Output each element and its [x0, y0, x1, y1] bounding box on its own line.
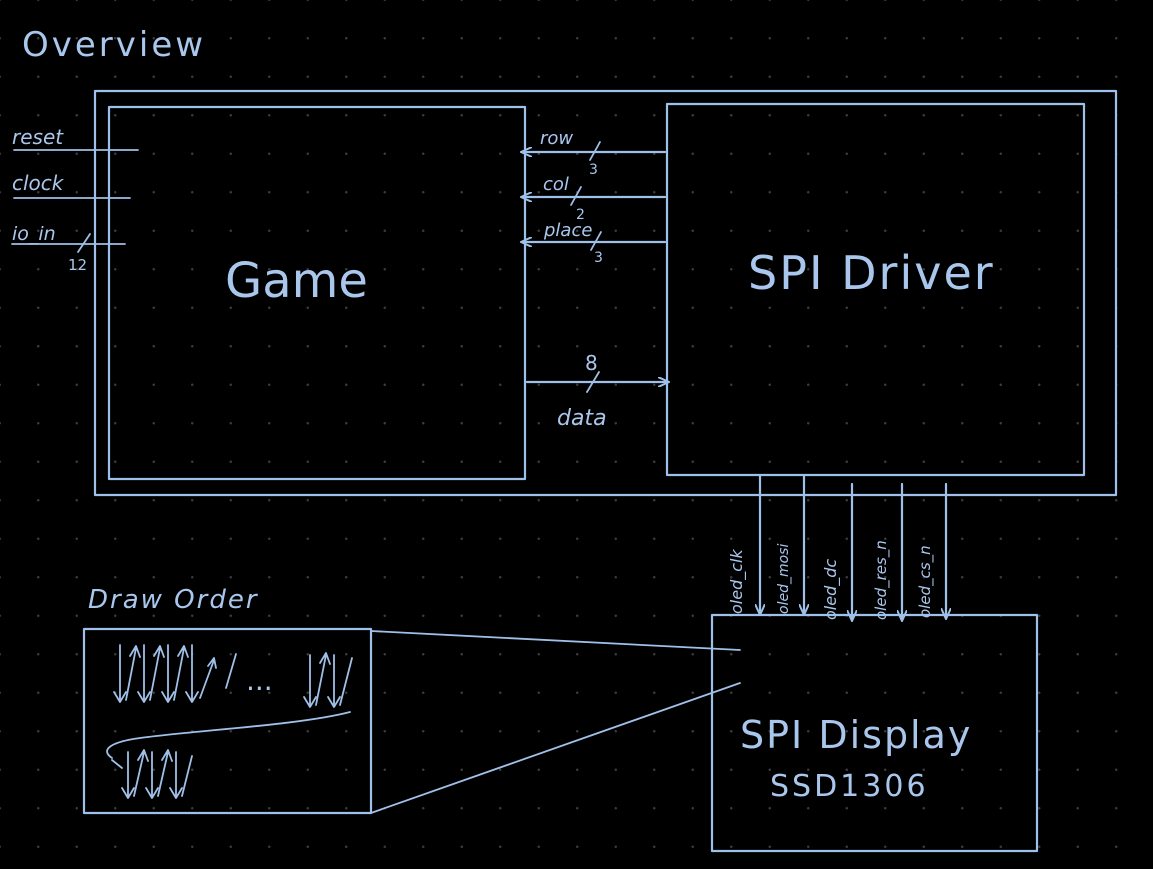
place-width: 3 — [594, 250, 603, 266]
col-label: col — [543, 174, 569, 195]
game-box — [107, 105, 527, 481]
row-width: 3 — [589, 162, 598, 178]
place-label: place — [543, 220, 592, 241]
clock-label: clock — [12, 171, 65, 195]
data-width: 8 — [585, 351, 598, 375]
oled-mosi-label: oled_mosi — [776, 544, 792, 614]
draw-order-title: Draw Order — [88, 585, 259, 615]
spi-driver-box — [665, 102, 1086, 477]
spi-driver-label: SPI Driver — [748, 246, 995, 300]
spi-display-block: SPI Display SSD1306 — [710, 613, 1039, 853]
game-block: Game — [107, 105, 527, 481]
oled-dc-label: oled_dc — [821, 559, 841, 620]
spi-driver-block: SPI Driver — [665, 102, 1086, 477]
spi-display-label: SPI Display — [740, 713, 972, 757]
game-inputs: reset clock io_in 12 — [11, 125, 139, 274]
driver-to-game-buses: row 3 col 2 place 3 — [522, 128, 667, 266]
oled-cs-n-label: oled_cs_n — [916, 545, 935, 618]
overview-title: Overview — [22, 25, 206, 65]
ssd1306-label: SSD1306 — [770, 769, 929, 804]
oled-signals: oled_clk oled_mosi oled_dc oled_res_n ol… — [727, 474, 946, 620]
oled-clk-label: oled_clk — [727, 549, 747, 614]
oled-res-n-label: oled_res_n — [872, 540, 891, 620]
data-bus: 8 data — [525, 351, 668, 431]
row-label: row — [540, 128, 573, 149]
io-in-width: 12 — [68, 256, 87, 274]
scan-wrap-curve — [106, 711, 351, 759]
col-width: 2 — [576, 207, 585, 223]
draw-order-block: Draw Order ... — [82, 585, 741, 815]
draw-order-box — [82, 627, 373, 815]
game-label: Game — [225, 253, 368, 309]
io-in-label: io_in — [12, 223, 56, 245]
spi-display-box — [710, 613, 1039, 853]
scan-pattern-row2 — [111, 749, 193, 799]
outer-enclosure — [93, 89, 1118, 497]
data-label: data — [557, 406, 607, 431]
reset-label: reset — [12, 125, 64, 149]
scan-pattern-row1 — [113, 644, 353, 708]
zoom-line-top — [370, 630, 741, 651]
zoom-line-bottom — [370, 682, 741, 814]
scan-ellipsis: ... — [246, 664, 273, 697]
